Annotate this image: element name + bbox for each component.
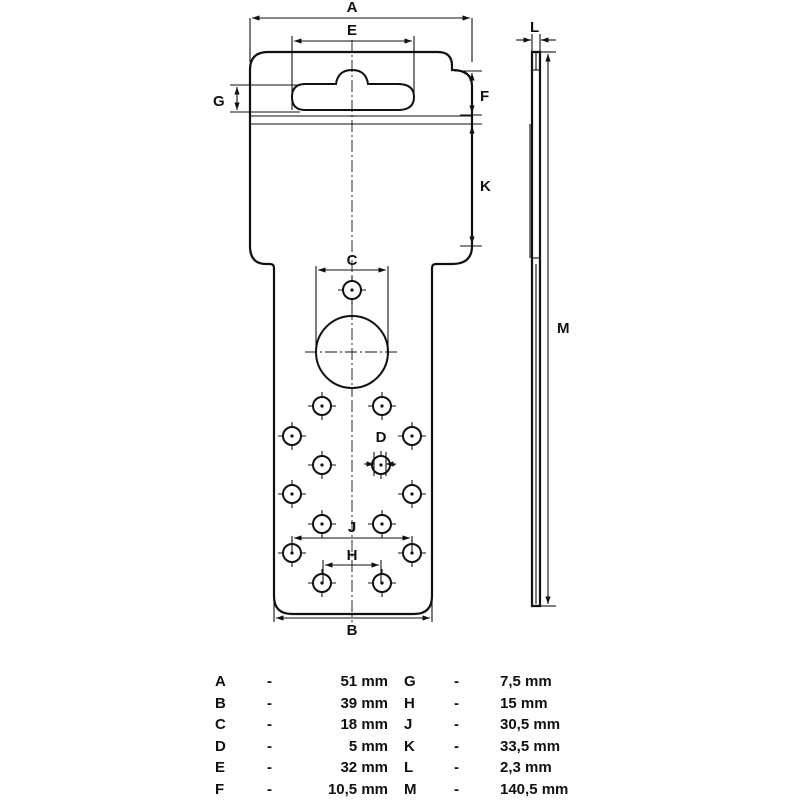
legend-row: E - 32 mm L - 2,3 mm	[215, 759, 595, 781]
dimension-a: A	[249, 0, 473, 62]
label-j: J	[348, 519, 356, 536]
legend-row: C - 18 mm J - 30,5 mm	[215, 716, 595, 738]
mounting-hole	[278, 539, 306, 567]
mounting-hole	[368, 510, 396, 538]
legend-key: L	[404, 759, 414, 777]
legend-dash: -	[267, 759, 272, 777]
mounting-hole	[308, 569, 336, 597]
legend-dash: -	[267, 694, 272, 712]
legend-value: 10,5 mm	[327, 780, 388, 798]
legend-value: 51 mm	[340, 673, 388, 690]
legend-key: B	[215, 694, 226, 712]
legend-dash: -	[454, 780, 459, 798]
mounting-hole	[398, 480, 426, 508]
legend-dash: -	[267, 737, 272, 755]
dimension-d: D	[364, 429, 396, 476]
dimension-g: G	[213, 84, 300, 113]
label-b: B	[347, 622, 358, 639]
dimension-h: H	[322, 547, 382, 584]
legend-value: 140,5 mm	[500, 780, 569, 798]
legend-key: H	[404, 694, 415, 712]
label-k: K	[480, 178, 491, 195]
legend-key: A	[215, 673, 226, 690]
legend-value: 18 mm	[340, 716, 388, 734]
dimension-m: M	[540, 51, 570, 607]
legend-value: 2,3 mm	[500, 759, 552, 777]
label-c: C	[347, 252, 358, 269]
dimension-j: J	[291, 519, 413, 552]
label-a: A	[347, 0, 358, 16]
legend-key: M	[404, 780, 417, 798]
mounting-hole	[278, 480, 306, 508]
dimension-e: E	[291, 22, 415, 110]
legend-row: D - 5 mm K - 33,5 mm	[215, 738, 595, 760]
mounting-hole	[308, 392, 336, 420]
mounting-hole	[308, 451, 336, 479]
label-m: M	[557, 320, 570, 337]
mounting-hole	[398, 422, 426, 450]
legend-value: 32 mm	[340, 759, 388, 777]
dimension-b: B	[273, 600, 433, 639]
legend-dash: -	[454, 694, 459, 712]
small-holes	[278, 276, 426, 597]
legend-key: D	[215, 737, 226, 755]
legend-value: 5 mm	[348, 737, 388, 755]
legend-key: C	[215, 716, 226, 734]
legend-value: 33,5 mm	[500, 737, 561, 755]
legend-value: 39 mm	[340, 694, 388, 712]
label-h: H	[347, 547, 358, 564]
legend-value: 15 mm	[500, 694, 548, 712]
dimension-f: F	[455, 70, 489, 116]
legend-key: G	[404, 673, 416, 690]
dimension-l: L	[516, 19, 556, 52]
dimension-k: K	[460, 123, 491, 247]
legend-dash: -	[267, 716, 272, 734]
label-f: F	[480, 88, 489, 105]
label-d: D	[376, 429, 387, 446]
legend-dash: -	[454, 759, 459, 777]
mounting-hole	[368, 392, 396, 420]
legend-value: 7,5 mm	[500, 673, 552, 690]
technical-drawing: A E F G K C D	[213, 0, 570, 639]
label-e: E	[347, 22, 357, 39]
legend-key: E	[215, 759, 226, 777]
mounting-hole	[278, 422, 306, 450]
legend-dash: -	[267, 673, 272, 690]
dimension-c: C	[315, 252, 389, 352]
legend-row: B - 39 mm H - 15 mm	[215, 695, 595, 717]
legend-key: K	[404, 737, 415, 755]
mounting-hole	[308, 510, 336, 538]
legend-row: F - 10,5 mm M - 140,5 mm	[215, 781, 595, 803]
legend-key: J	[404, 716, 413, 734]
legend-row: A - 51 mm G - 7,5 mm	[215, 673, 595, 695]
legend-key: F	[215, 780, 225, 798]
label-l: L	[530, 19, 539, 36]
legend-dash: -	[267, 780, 272, 798]
legend-value: 30,5 mm	[500, 716, 561, 734]
mounting-hole	[338, 276, 366, 304]
dimension-legend: A - 51 mm G - 7,5 mm B - 39 mm H - 15 mm…	[215, 673, 595, 803]
legend-dash: -	[454, 737, 459, 755]
label-g: G	[213, 93, 225, 110]
legend-dash: -	[454, 716, 459, 734]
legend-dash: -	[454, 673, 459, 690]
side-view	[529, 50, 542, 608]
mounting-hole	[368, 569, 396, 597]
